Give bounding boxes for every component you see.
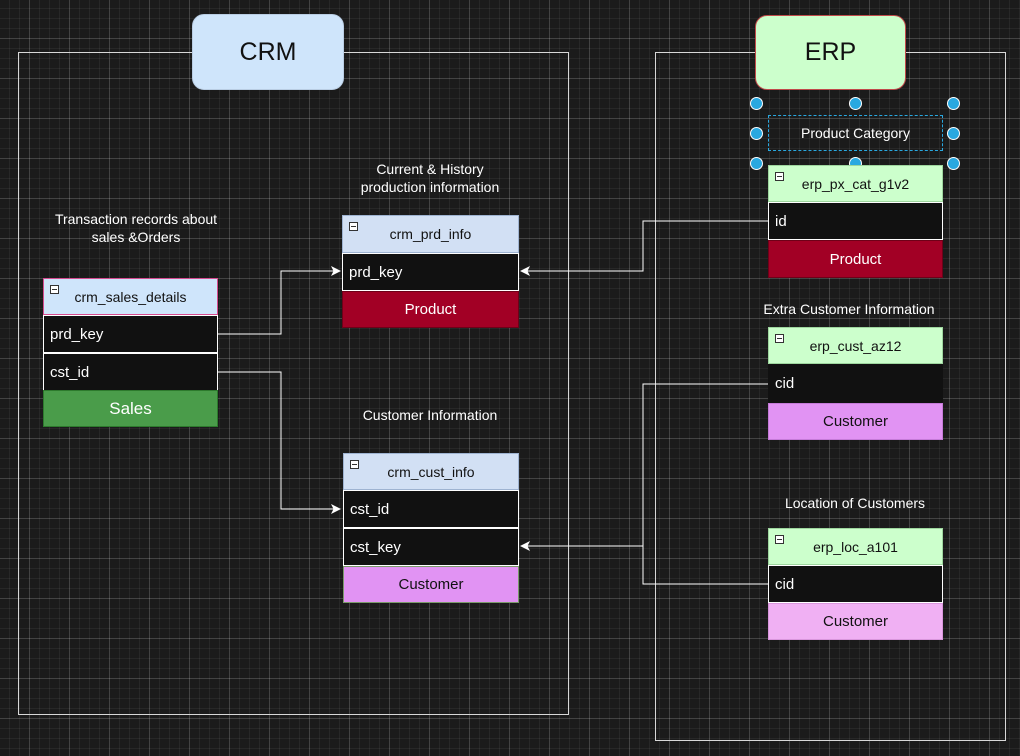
table-row[interactable]: prd_key (342, 253, 519, 291)
table-footer-sales[interactable]: Sales (43, 390, 218, 427)
resize-handle-se[interactable] (947, 157, 960, 170)
table-row[interactable]: cid (768, 565, 943, 603)
edge-erp-cust[interactable] (520, 383, 768, 551)
resize-handle-ne[interactable] (947, 97, 960, 110)
table-title[interactable]: crm_sales_details (43, 278, 218, 315)
table-title[interactable]: erp_loc_a101 (768, 528, 943, 565)
table-title-label: crm_prd_info (389, 226, 472, 242)
table-title-label: erp_loc_a101 (813, 538, 898, 555)
table-row[interactable]: cst_id (343, 490, 519, 528)
resize-handle-e[interactable] (947, 127, 960, 140)
table-title-label: crm_cust_info (387, 463, 475, 480)
table-erp-cust-az12[interactable]: erp_cust_az12 cid Customer (768, 327, 943, 440)
collapse-icon[interactable] (349, 222, 358, 231)
table-erp-loc-a101[interactable]: erp_loc_a101 cid Customer (768, 528, 943, 640)
table-footer-customer[interactable]: Customer (768, 403, 943, 440)
edge-sales-cust[interactable] (218, 371, 341, 514)
crm-header[interactable]: CRM (192, 14, 344, 90)
table-title-label: erp_cust_az12 (809, 337, 902, 354)
caption-loc: Location of Customers (784, 495, 926, 511)
table-crm-cust-info[interactable]: crm_cust_info cst_id cst_key Customer (343, 453, 519, 603)
table-title[interactable]: crm_cust_info (343, 453, 519, 490)
edge-sales-prd[interactable] (218, 266, 341, 335)
table-footer-customer[interactable]: Customer (343, 566, 519, 603)
product-category-label[interactable]: Product Category (768, 115, 943, 151)
table-row[interactable]: prd_key (43, 315, 218, 353)
caption-cust: Customer Information (362, 407, 498, 423)
caption-erp-cust: Extra Customer Information (763, 301, 935, 317)
table-footer-product[interactable]: Product (768, 240, 943, 278)
resize-handle-sw[interactable] (750, 157, 763, 170)
collapse-icon[interactable] (775, 334, 784, 343)
table-row[interactable]: id (768, 202, 943, 240)
table-title[interactable]: erp_px_cat_g1v2 (768, 165, 943, 202)
table-footer-customer[interactable]: Customer (768, 603, 943, 640)
table-title-label: crm_sales_details (74, 288, 187, 305)
table-row[interactable]: cid (768, 364, 943, 403)
resize-handle-n[interactable] (849, 97, 862, 110)
resize-handle-nw[interactable] (750, 97, 763, 110)
collapse-icon[interactable] (775, 172, 784, 181)
edge-erp-prd[interactable] (520, 220, 768, 276)
table-row[interactable]: cst_key (343, 528, 519, 566)
caption-prd: Current & History production information (360, 161, 500, 195)
caption-sales: Transaction records about sales &Orders (54, 211, 218, 245)
edge-loc-cust[interactable] (642, 546, 768, 585)
table-title-label: erp_px_cat_g1v2 (801, 175, 910, 192)
table-title[interactable]: erp_cust_az12 (768, 327, 943, 364)
table-crm-sales-details[interactable]: crm_sales_details prd_key cst_id Sales (43, 278, 218, 427)
collapse-icon[interactable] (350, 460, 359, 469)
table-erp-px-cat-g1v2[interactable]: erp_px_cat_g1v2 id Product (768, 165, 943, 278)
erp-header[interactable]: ERP (755, 15, 906, 90)
table-crm-prd-info[interactable]: crm_prd_info prd_key Product (342, 215, 519, 328)
table-row[interactable]: cst_id (43, 353, 218, 391)
table-footer-product[interactable]: Product (342, 291, 519, 328)
table-title[interactable]: crm_prd_info (342, 215, 519, 253)
collapse-icon[interactable] (775, 535, 784, 544)
resize-handle-w[interactable] (750, 127, 763, 140)
collapse-icon[interactable] (50, 285, 59, 294)
